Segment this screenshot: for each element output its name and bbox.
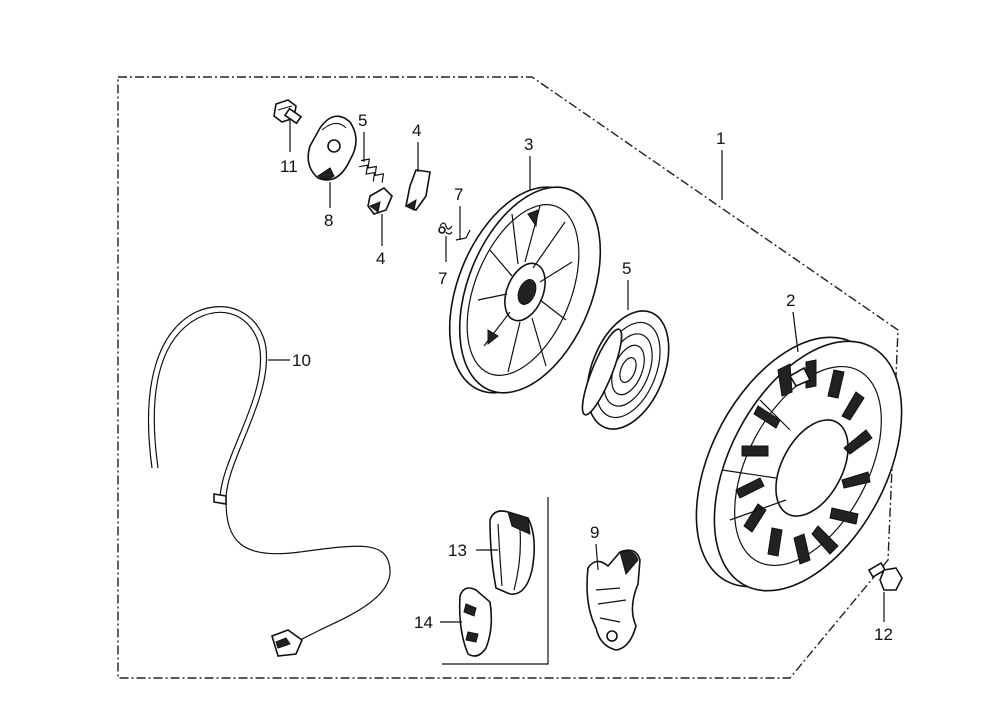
callout-5-spring: 5 <box>622 259 631 278</box>
callout-13: 13 <box>448 541 467 560</box>
callout-8: 8 <box>324 211 333 230</box>
callout-7-upper: 7 <box>454 185 463 204</box>
callout-7-lower: 7 <box>438 269 447 288</box>
rope-guide-part-9 <box>586 549 641 651</box>
callout-12: 12 <box>874 625 893 644</box>
callout-2: 2 <box>786 291 795 310</box>
handle-insert-part-14 <box>458 587 493 657</box>
recoil-spring <box>581 310 670 430</box>
small-spring-part-5 <box>359 158 385 183</box>
callout-1: 1 <box>716 129 725 148</box>
ratchet-pawl-upper-part-4 <box>404 169 431 211</box>
starter-rope-part-10 <box>147 306 391 657</box>
callout-10: 10 <box>292 351 311 370</box>
callouts: 1 2 3 4 4 5 5 7 7 8 9 10 11 12 13 14 <box>280 111 893 644</box>
handle-grip-part-13 <box>489 510 536 595</box>
ratchet-plate-part-8 <box>307 115 357 181</box>
leader-lines <box>268 120 885 623</box>
assembly-frame <box>117 76 899 679</box>
callout-11: 11 <box>280 157 298 176</box>
callout-14: 14 <box>414 613 433 632</box>
callout-5-upper: 5 <box>358 111 367 130</box>
flange-bolt-part-12 <box>867 561 903 591</box>
bolt-part-11 <box>273 99 303 125</box>
callout-9: 9 <box>590 523 599 542</box>
starter-case-part-2 <box>695 336 903 592</box>
pawl-spring-part-7 <box>438 222 471 241</box>
subgroup-bracket <box>442 497 549 665</box>
ratchet-pawl-lower-part-4 <box>367 187 393 215</box>
callout-3: 3 <box>524 135 533 154</box>
callout-4-upper: 4 <box>412 121 421 140</box>
reel-part-3 <box>448 186 602 394</box>
callout-4-lower: 4 <box>376 249 385 268</box>
